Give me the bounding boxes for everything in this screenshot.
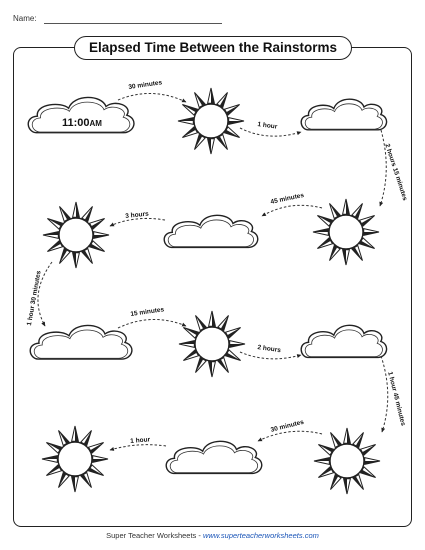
arrow-11 — [109, 444, 167, 451]
name-label: Name: — [13, 14, 37, 23]
start-time-ampm: AM — [89, 119, 102, 128]
footer-url[interactable]: www.superteacherworksheets.com — [202, 531, 319, 540]
cloud-icon-2 — [163, 214, 259, 249]
arrow-9 — [380, 355, 389, 433]
sun-icon-1 — [177, 87, 245, 155]
cloud-icon-1 — [300, 98, 388, 131]
arrow-8 — [239, 351, 302, 360]
start-cloud-icon — [27, 96, 135, 134]
sun-icon-4 — [178, 310, 246, 378]
footer-brand: Super Teacher Worksheets — [106, 531, 197, 540]
footer-separator: - — [196, 531, 203, 540]
arrow-1 — [117, 92, 187, 103]
arrow-5 — [109, 218, 166, 227]
cloud-icon-4 — [300, 324, 388, 359]
arrow-3 — [379, 129, 387, 207]
cloud-icon-5 — [165, 440, 263, 475]
footer: Super Teacher Worksheets - www.superteac… — [0, 531, 425, 540]
arrow-7 — [117, 318, 187, 329]
page-title: Elapsed Time Between the Rainstorms — [74, 36, 352, 60]
arrow-4 — [261, 204, 323, 217]
start-time-value: 11:00 — [62, 117, 90, 129]
start-time: 11:00AM — [62, 117, 102, 129]
name-blank-line[interactable] — [44, 23, 222, 24]
sun-icon-2 — [312, 198, 380, 266]
arrow-10 — [257, 430, 323, 442]
sun-icon-3 — [42, 201, 110, 269]
cloud-icon-3 — [29, 324, 133, 360]
sun-icon-5 — [313, 427, 381, 495]
sun-icon-6 — [41, 425, 109, 493]
arrow-2 — [239, 127, 302, 137]
